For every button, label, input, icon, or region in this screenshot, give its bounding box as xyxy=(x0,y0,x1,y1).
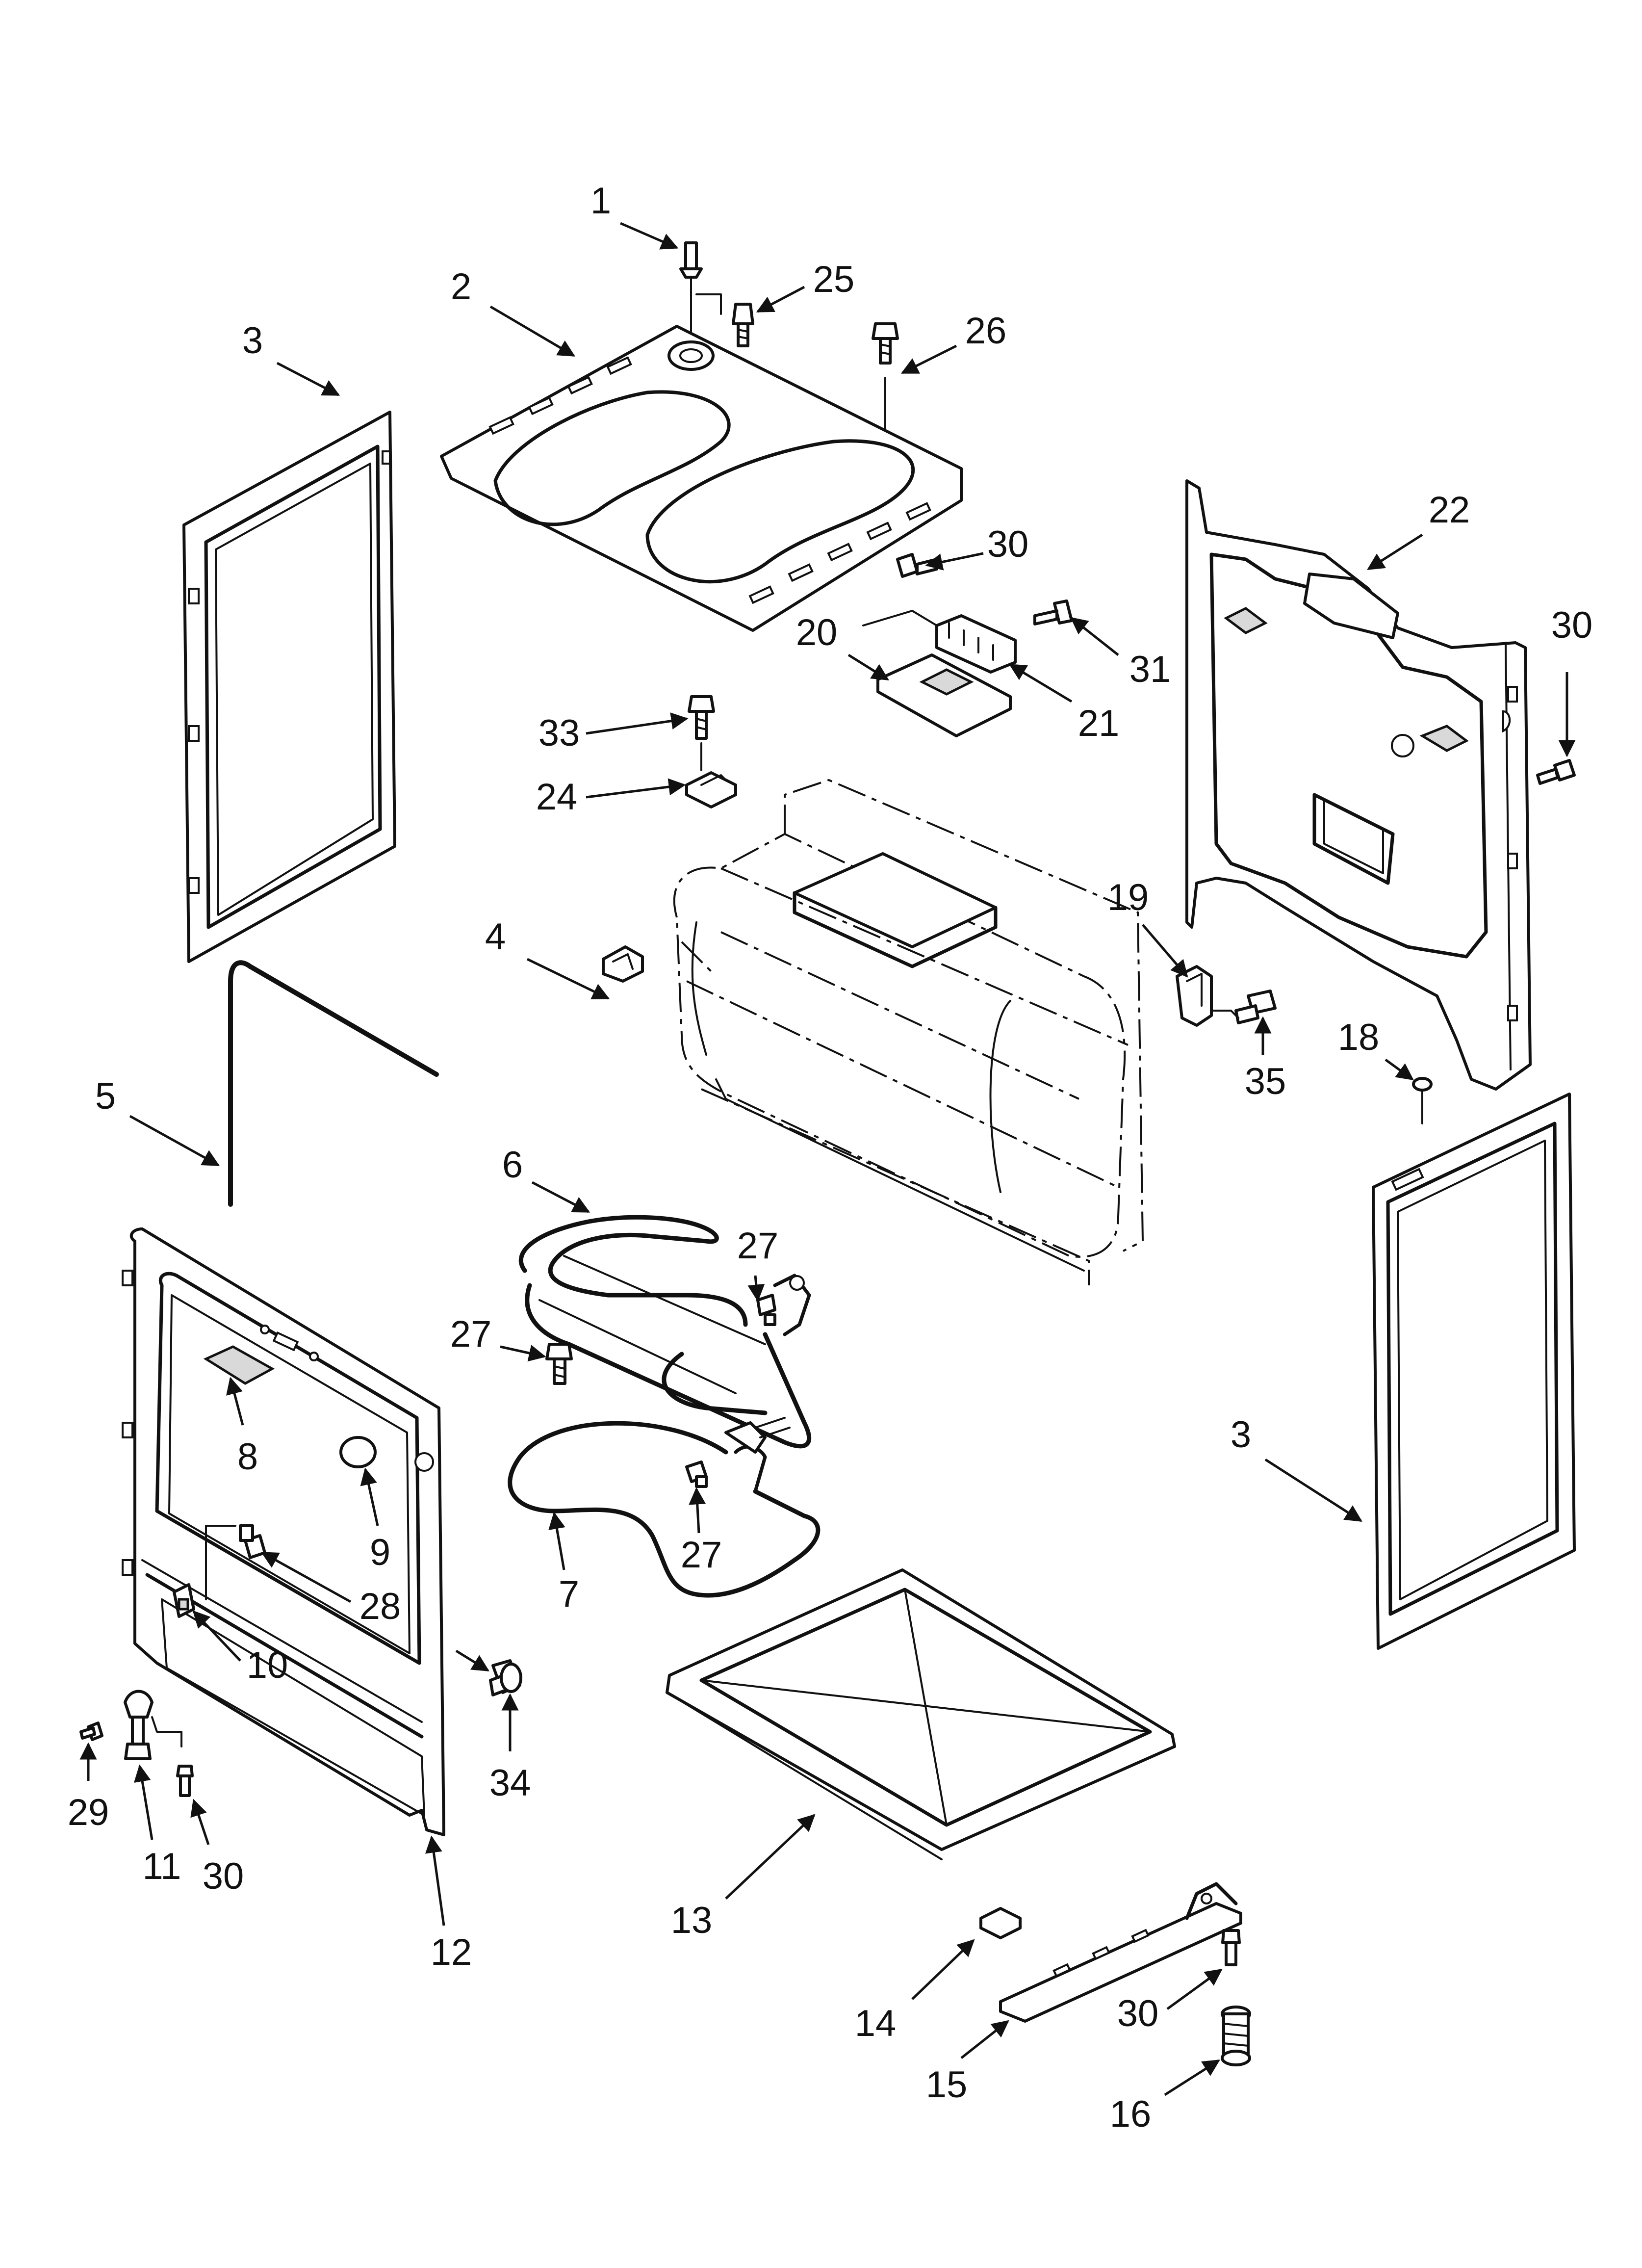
oven-cavity-outline xyxy=(673,779,1144,1285)
callout-26: 26 xyxy=(965,310,1007,352)
part-24-clip xyxy=(685,771,737,808)
callout-33: 33 xyxy=(539,712,580,754)
callout-8: 8 xyxy=(237,1436,258,1478)
part-33-screw xyxy=(688,695,715,771)
callout-27-top: 27 xyxy=(737,1225,779,1267)
part-4-clip xyxy=(602,945,644,983)
callout-7: 7 xyxy=(559,1573,579,1615)
part-6-broil-element xyxy=(518,1215,811,1449)
part-20-bracket xyxy=(862,610,1012,737)
callout-30-top: 30 xyxy=(987,523,1029,565)
callout-21: 21 xyxy=(1078,703,1120,744)
callout-30-bottom: 30 xyxy=(1117,1993,1159,2034)
callout-22: 22 xyxy=(1429,489,1470,531)
part-35-screw xyxy=(1210,990,1277,1024)
part-27-screw-b xyxy=(545,1343,573,1385)
part-3-right-side-panel xyxy=(1372,1093,1576,1650)
callout-3-left: 3 xyxy=(242,320,263,362)
leader-lines xyxy=(79,222,1576,2096)
callout-5: 5 xyxy=(95,1075,116,1117)
callout-14: 14 xyxy=(855,2003,897,2044)
callout-3-right: 3 xyxy=(1231,1414,1251,1456)
part-28-screw xyxy=(205,1524,266,1600)
part-15-rail xyxy=(999,1882,1242,2023)
callout-13: 13 xyxy=(671,1900,713,1941)
part-11-leveling-leg xyxy=(124,1690,182,1760)
part-25-screw xyxy=(732,303,754,347)
part-12-front-panel xyxy=(122,1227,445,1836)
callout-19: 19 xyxy=(1107,877,1149,918)
callout-31: 31 xyxy=(1129,649,1171,690)
callout-18: 18 xyxy=(1338,1017,1380,1058)
part-13-bottom-panel xyxy=(666,1568,1176,1860)
part-27-screw-a xyxy=(756,1294,776,1326)
callout-35: 35 xyxy=(1245,1061,1286,1102)
part-2-top-plate xyxy=(440,325,963,632)
part-3-left-side-panel xyxy=(182,411,396,963)
part-18-plug xyxy=(1412,1077,1433,1124)
part-21-terminal-block xyxy=(935,614,1017,674)
callout-9: 9 xyxy=(370,1532,390,1573)
callout-30-left: 30 xyxy=(203,1855,244,1897)
callout-6: 6 xyxy=(502,1144,523,1186)
part-16-leveling-foot xyxy=(1221,2006,1251,2066)
part-31-screw xyxy=(1033,600,1073,626)
part-22-rear-panel xyxy=(1185,479,1532,1091)
callout-1: 1 xyxy=(590,180,611,222)
callout-30-right: 30 xyxy=(1551,604,1593,646)
callout-16: 16 xyxy=(1110,2093,1152,2135)
callout-11: 11 xyxy=(143,1846,181,1887)
callout-4: 4 xyxy=(485,916,506,958)
callout-25: 25 xyxy=(813,259,855,300)
callout-20: 20 xyxy=(796,612,838,653)
part-29-screw xyxy=(79,1721,103,1741)
part-26-screw xyxy=(872,322,899,435)
part-9-button xyxy=(339,1436,377,1468)
callout-27-left: 27 xyxy=(450,1313,492,1355)
part-14-clip xyxy=(979,1907,1022,1939)
part-27-screw-c xyxy=(685,1460,708,1488)
callout-labels: 1 2 3 3 4 5 6 7 8 9 10 11 12 13 14 15 16… xyxy=(68,180,1593,2135)
callout-34: 34 xyxy=(489,1762,531,1804)
part-30-screw-bottom xyxy=(1221,1929,1241,1966)
callout-10: 10 xyxy=(247,1644,288,1686)
callout-2: 2 xyxy=(451,266,471,308)
callout-29: 29 xyxy=(68,1792,109,1833)
part-7-bake-element xyxy=(508,1417,821,1598)
part-34-screw xyxy=(489,1659,522,1696)
callout-12: 12 xyxy=(431,1931,472,1973)
part-8-label xyxy=(203,1345,275,1385)
part-19-bracket xyxy=(1176,965,1213,1027)
part-5-gasket xyxy=(228,960,439,1207)
callout-28: 28 xyxy=(359,1586,401,1627)
callout-15: 15 xyxy=(926,2064,968,2106)
callout-24: 24 xyxy=(536,776,578,818)
callout-27-bottom: 27 xyxy=(681,1534,722,1576)
part-30-screw-right xyxy=(1536,759,1576,785)
part-10-switch xyxy=(173,1583,195,1618)
part-30-screw-left xyxy=(176,1765,194,1797)
